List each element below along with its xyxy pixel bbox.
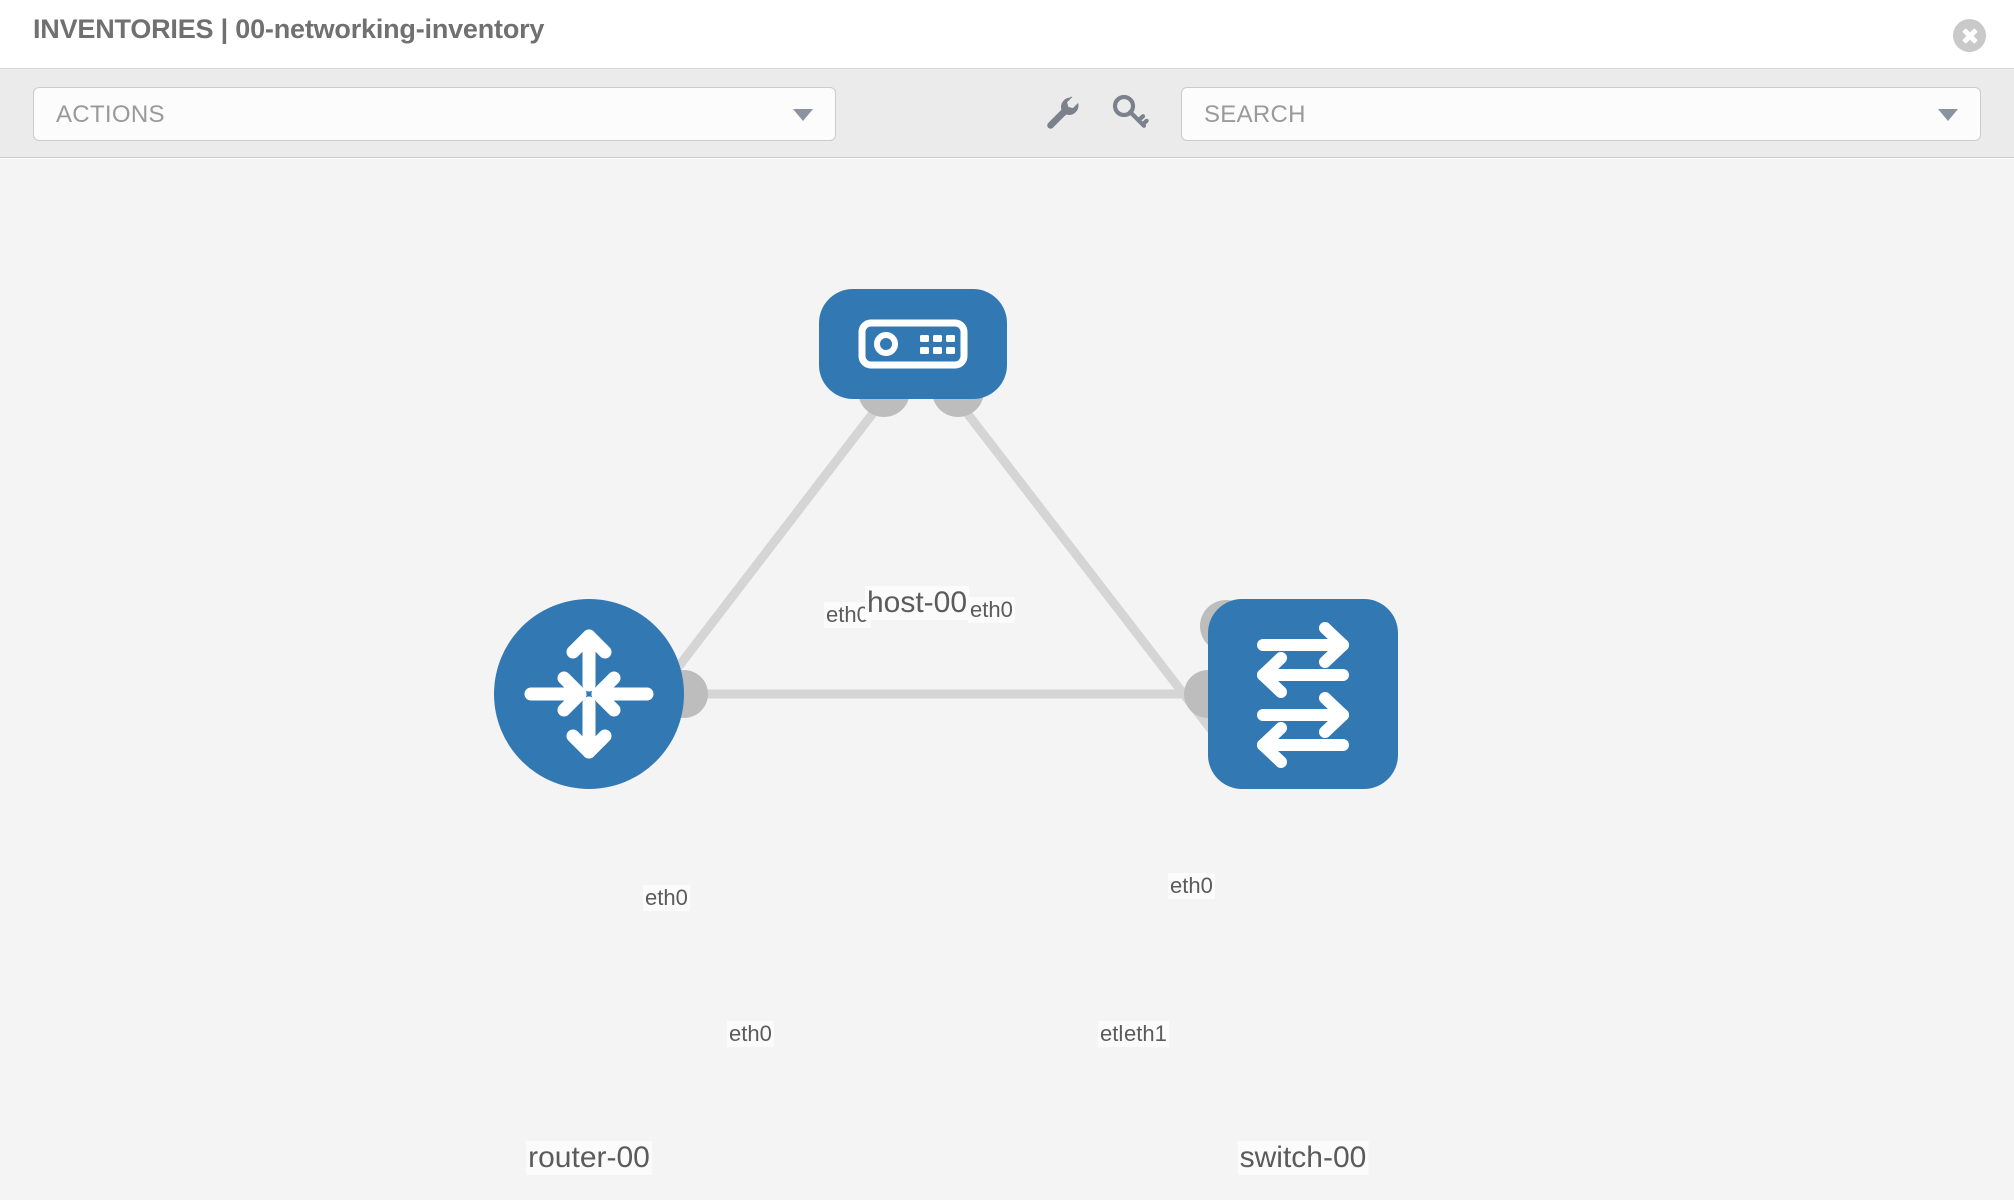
iface-label: eth0 bbox=[643, 885, 690, 911]
actions-dropdown[interactable]: ACTIONS bbox=[33, 87, 836, 141]
toolbar: ACTIONS SEARCH bbox=[0, 69, 2014, 158]
node-label-switch-00: switch-00 bbox=[1237, 1141, 1369, 1175]
close-icon[interactable] bbox=[1953, 19, 1986, 52]
node-host-00 bbox=[819, 289, 1007, 399]
wrench-icon[interactable] bbox=[1040, 91, 1084, 135]
actions-dropdown-label: ACTIONS bbox=[56, 101, 165, 128]
chevron-down-icon[interactable] bbox=[1938, 109, 1958, 121]
node-switch-00 bbox=[1208, 599, 1398, 789]
iface-label: eth0 bbox=[968, 597, 1015, 623]
iface-label: eth0 bbox=[824, 602, 871, 628]
iface-label: eth1 bbox=[1122, 1021, 1169, 1047]
page-title: INVENTORIES | 00-networking-inventory bbox=[33, 14, 545, 44]
key-icon[interactable] bbox=[1108, 91, 1152, 135]
title-bar: INVENTORIES | 00-networking-inventory bbox=[0, 0, 2014, 69]
topology-canvas[interactable]: eth0 eth0 eth0 eth0 eth0 eth eth1 host-0… bbox=[0, 159, 2014, 1200]
iface-label: eth0 bbox=[727, 1021, 774, 1047]
search-input[interactable]: SEARCH bbox=[1181, 87, 1981, 141]
topology-graph bbox=[494, 289, 1398, 789]
node-router-00 bbox=[494, 599, 684, 789]
node-label-router-00: router-00 bbox=[526, 1141, 652, 1175]
search-placeholder: SEARCH bbox=[1204, 101, 1306, 128]
iface-label: eth0 bbox=[1168, 873, 1215, 899]
chevron-down-icon bbox=[793, 109, 813, 121]
node-label-host-00: host-00 bbox=[864, 586, 970, 620]
